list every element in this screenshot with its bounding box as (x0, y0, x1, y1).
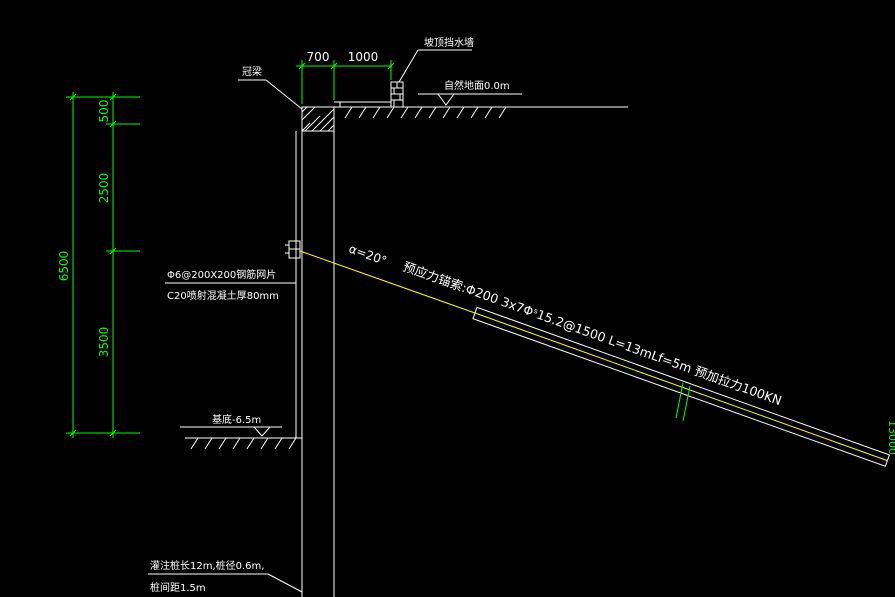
drain-wall (390, 81, 404, 108)
edge-dimension-label: 13000 (886, 420, 895, 455)
pile-note-line-2: 桩间距1.5m (150, 581, 206, 594)
dim-1000: 1000 (348, 50, 379, 64)
drain-wall-leader (398, 49, 472, 83)
natural-ground-elevation-marker (418, 93, 522, 106)
top-dimension (296, 60, 395, 104)
anchor-free-section (299, 250, 476, 314)
dim-6500: 6500 (57, 251, 71, 282)
pile-note-line-1: 灌注桩长12m,桩径0.6m, (150, 559, 264, 572)
pit-bottom-elevation-marker (180, 426, 282, 437)
drain-wall-label: 坡顶挡水墙 (424, 36, 474, 49)
shotcrete-label: C20喷射混凝土厚80mm (167, 289, 279, 302)
dim-2500: 2500 (97, 173, 111, 204)
anchor-head (285, 240, 301, 259)
crown-beam-leader (238, 79, 303, 110)
pit-bottom-line (185, 437, 302, 450)
anchor-break-mark (675, 382, 691, 422)
natural-ground-label: 自然地面0.0m (444, 79, 510, 92)
mesh-label: Φ6@200X200钢筋网片 (167, 268, 276, 281)
anchor-spec-label: 预应力锚索:Φ200 3x7Φˢ15.2@1500 L=13mLf=5m 预加拉… (401, 259, 784, 408)
crown-beam-label: 冠梁 (242, 65, 262, 78)
pit-bottom-label: 基底-6.5m (212, 413, 261, 426)
dim-500: 500 (97, 100, 111, 123)
left-dimension (66, 92, 140, 438)
bored-pile (301, 131, 335, 597)
anchor-angle-label: α=20° (347, 242, 389, 268)
crown-beam (301, 101, 391, 132)
anchor-bonded-section (472, 306, 891, 467)
pile-note-leader (148, 573, 303, 593)
dim-3500: 3500 (97, 327, 111, 358)
natural-ground-line (333, 106, 628, 119)
dim-700: 700 (307, 50, 330, 64)
